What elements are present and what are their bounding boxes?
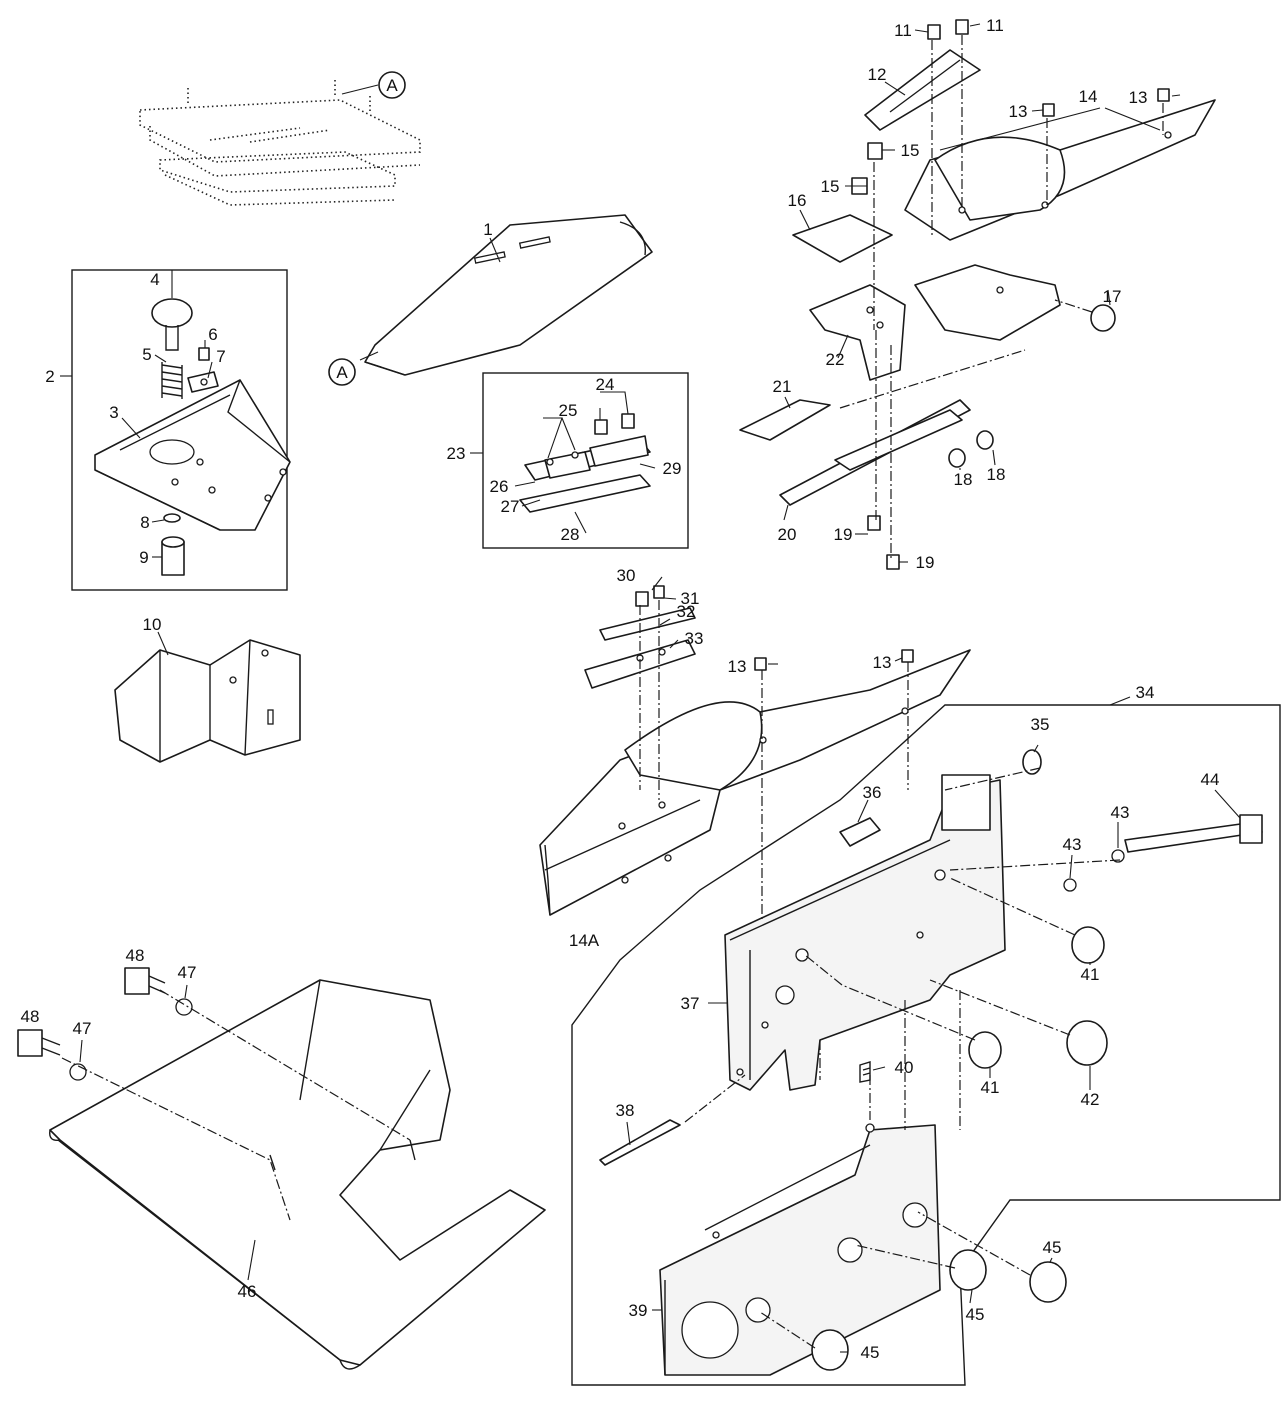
label-42: 42 <box>1081 1090 1100 1109</box>
label-45-b: 45 <box>966 1305 985 1324</box>
marker-a-top-text: A <box>386 76 398 95</box>
assembly-center-lines <box>61 35 1164 1349</box>
label-5: 5 <box>142 345 151 364</box>
part-16-22-slides <box>739 214 1061 506</box>
label-14A: 14A <box>569 931 600 950</box>
label-21: 21 <box>773 377 792 396</box>
parts-35-45 <box>599 749 1263 1371</box>
label-46: 46 <box>238 1282 257 1301</box>
label-43-a: 43 <box>1063 835 1082 854</box>
label-13-d: 13 <box>873 653 892 672</box>
part-46-cover <box>49 979 546 1370</box>
label-13-b: 13 <box>1129 88 1148 107</box>
label-11-right: 11 <box>986 16 1004 35</box>
leader-lines <box>60 23 1241 1353</box>
label-9: 9 <box>139 548 148 567</box>
label-1: 1 <box>483 220 492 239</box>
label-47-a: 47 <box>73 1019 92 1038</box>
label-18-a: 18 <box>954 470 973 489</box>
label-19-a: 19 <box>834 525 853 544</box>
part-6-7-screw-washer <box>187 347 219 393</box>
phantom-plate-reference <box>139 80 421 206</box>
parts-47-48 <box>17 967 193 1081</box>
label-37: 37 <box>681 994 700 1013</box>
part-14-cover-large <box>904 99 1216 241</box>
reference-marker-a-top: A <box>378 71 406 99</box>
label-13-c: 13 <box>728 657 747 676</box>
label-3: 3 <box>109 403 118 422</box>
label-11-left: 11 <box>894 21 912 40</box>
label-31: 31 <box>681 589 700 608</box>
label-48-b: 48 <box>126 946 145 965</box>
part-labels: 1 2 3 4 5 6 7 8 9 10 11 11 12 13 13 13 1… <box>21 16 1220 1362</box>
part-12-cover-small <box>864 49 981 131</box>
label-39: 39 <box>629 1301 648 1320</box>
label-45-a: 45 <box>1043 1238 1062 1257</box>
label-41-b: 41 <box>981 1078 1000 1097</box>
label-43-b: 43 <box>1111 803 1130 822</box>
label-18-b: 18 <box>987 465 1006 484</box>
frame-34 <box>571 704 1281 1386</box>
part-8-9-post <box>161 513 185 576</box>
label-4: 4 <box>150 270 159 289</box>
frame-2 <box>71 269 288 591</box>
label-41-a: 41 <box>1081 965 1100 984</box>
label-40: 40 <box>895 1058 914 1077</box>
label-24: 24 <box>596 375 615 394</box>
label-17: 17 <box>1103 287 1122 306</box>
part-39-block <box>659 1123 941 1376</box>
label-26: 26 <box>490 477 509 496</box>
label-27: 27 <box>501 497 520 516</box>
part-37-body <box>724 774 1006 1091</box>
label-22: 22 <box>826 350 845 369</box>
label-25: 25 <box>559 401 578 420</box>
label-8: 8 <box>140 513 149 532</box>
label-29: 29 <box>663 459 682 478</box>
label-6: 6 <box>208 325 217 344</box>
label-15-b: 15 <box>821 177 840 196</box>
label-19-b: 19 <box>916 553 935 572</box>
label-35: 35 <box>1031 715 1050 734</box>
label-16: 16 <box>788 191 807 210</box>
label-34: 34 <box>1136 683 1155 702</box>
label-47-b: 47 <box>178 963 197 982</box>
marker-a-plate-text: A <box>336 363 348 382</box>
part-3-foot-base <box>94 379 291 531</box>
label-7: 7 <box>216 347 225 366</box>
label-23: 23 <box>447 444 466 463</box>
part-10-bracket <box>114 639 301 763</box>
part-5-spring <box>161 362 183 399</box>
label-44: 44 <box>1201 770 1220 789</box>
label-32: 32 <box>677 602 696 621</box>
part-23-assembly <box>519 413 651 513</box>
label-36: 36 <box>863 783 882 802</box>
label-13-a: 13 <box>1009 102 1028 121</box>
label-38: 38 <box>616 1101 635 1120</box>
part-1-plate <box>364 214 653 376</box>
label-30: 30 <box>617 566 636 585</box>
reference-marker-a-plate: A <box>328 358 356 386</box>
label-2: 2 <box>45 367 54 386</box>
label-28: 28 <box>561 525 580 544</box>
label-14: 14 <box>1079 87 1098 106</box>
label-48-a: 48 <box>21 1007 40 1026</box>
label-20: 20 <box>778 525 797 544</box>
label-15-a: 15 <box>901 141 920 160</box>
label-33: 33 <box>685 629 704 648</box>
label-12: 12 <box>868 65 887 84</box>
part-4-knob <box>151 298 193 351</box>
label-10: 10 <box>143 615 162 634</box>
frame-23 <box>482 372 689 549</box>
label-45-c: 45 <box>861 1343 880 1362</box>
